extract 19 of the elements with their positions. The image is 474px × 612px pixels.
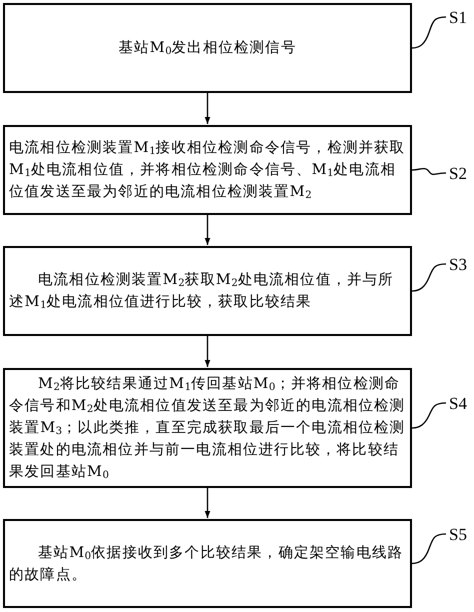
arrow	[204, 93, 210, 124]
process-box: 基站M$_{0}$发出相位检测信号	[3, 3, 412, 93]
arrow	[204, 215, 210, 245]
leader-line	[412, 168, 446, 176]
leader-line	[412, 263, 446, 292]
arrow	[204, 336, 210, 367]
process-box: 基站M$_{0}$依据接收到多个比较结果，确定架空输电线路的故障点。	[3, 519, 412, 608]
leader-line	[412, 16, 446, 49]
leader-line	[412, 402, 446, 429]
step-label: S1	[449, 9, 467, 27]
process-box: M$_{2}$将比较结果通过M$_{1}$传回基站M$_{0}$；并将相位检测命令信号和M$_{2}$处电流相位值发送至最为邻近的电流相位检测装置M$_{3}$；以此类推，直至完成获取最后一个电流相位检测装置处的电流相位并与前一电流相位进行比较，将比较结果发回基站M$_{0}$	[3, 368, 412, 488]
leader-line	[412, 533, 446, 564]
arrow	[204, 488, 210, 518]
step-label: S5	[449, 526, 467, 544]
step-label: S3	[449, 256, 467, 274]
process-box: 电流相位检测装置M$_{2}$获取M$_{2}$处电流相位值，并与所述M$_{1}$处电流相位值进行比较，获取比较结果	[3, 246, 412, 336]
process-box: 电流相位检测装置M$_{1}$接收相位检测命令信号，检测并获取M$_{1}$处电流相位值，并将相位检测命令信号、M$_{1}$处电流相位值发送至最为邻近的电流相位检测装置M$_{2}$	[3, 125, 412, 215]
step-label: S2	[449, 165, 467, 183]
step-label: S4	[449, 395, 467, 413]
